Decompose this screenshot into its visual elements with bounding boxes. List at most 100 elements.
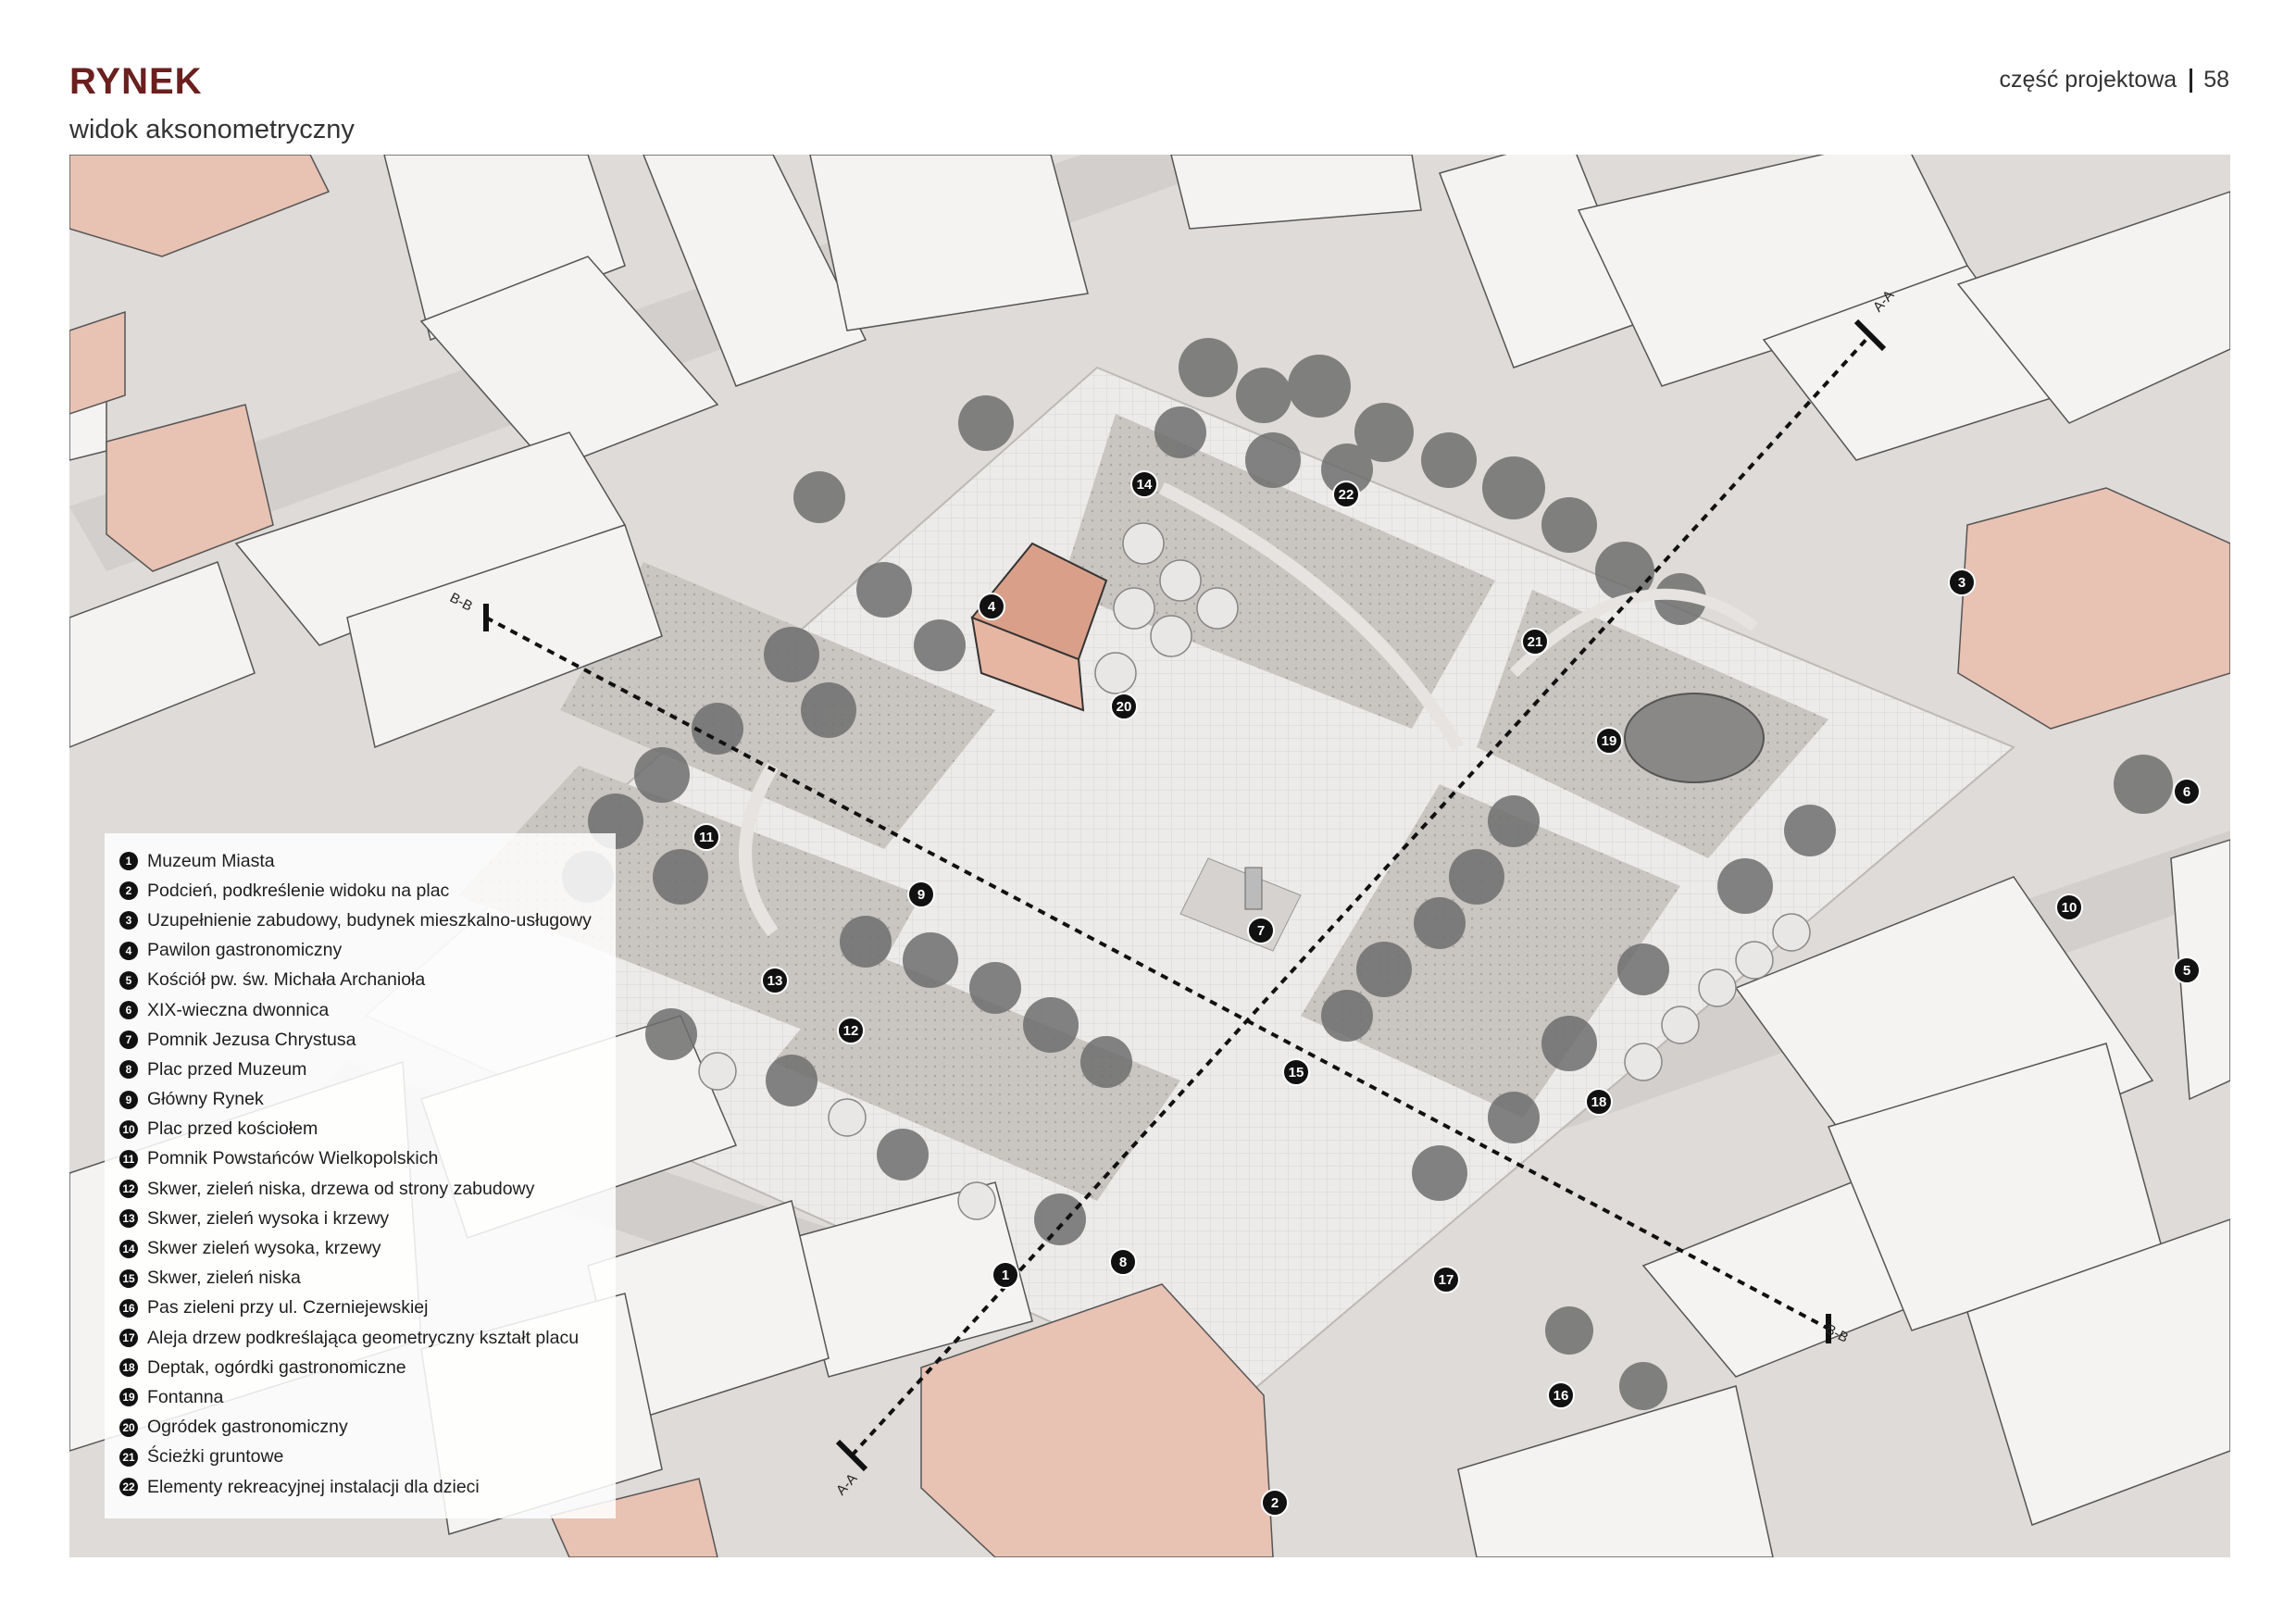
map-marker-17: 17	[1432, 1266, 1460, 1293]
map-marker-22: 22	[1332, 481, 1360, 508]
green-area-12	[773, 951, 1180, 1201]
map-marker-14: 14	[1130, 470, 1158, 498]
map-marker-10: 10	[2055, 893, 2083, 921]
map-marker-5: 5	[2173, 956, 2201, 984]
map-marker-19: 19	[1595, 727, 1623, 755]
fountain	[1624, 693, 1765, 783]
legend-label: Główny Rynek	[147, 1089, 264, 1110]
legend-number-badge: 14	[119, 1239, 138, 1258]
map-marker-13: 13	[761, 967, 789, 994]
page-subtitle: widok aksonometryczny	[69, 115, 355, 144]
legend-label: Deptak, ogórdki gastronomiczne	[147, 1356, 406, 1378]
legend-number-badge: 2	[119, 881, 138, 901]
legend-label: Skwer, zieleń niska	[147, 1268, 301, 1289]
legend-item: 6 XIX-wieczna dwonnica	[119, 995, 616, 1025]
legend-item: 20 Ogródek gastronomiczny	[119, 1413, 616, 1443]
page-title: RYNEK	[69, 61, 203, 102]
map-marker-21: 21	[1521, 628, 1549, 656]
legend-label: Podcień, podkreślenie widoku na plac	[147, 880, 450, 901]
legend-label: Elementy rekreacyjnej instalacji dla dzi…	[147, 1476, 480, 1497]
legend-item: 13 Skwer, zieleń wysoka i krzewy	[119, 1204, 616, 1233]
legend-number-badge: 7	[119, 1031, 138, 1050]
legend-item: 8 Plac przed Muzeum	[119, 1055, 616, 1084]
map-marker-20: 20	[1110, 693, 1138, 720]
legend-number-badge: 6	[119, 1001, 138, 1020]
legend-number-badge: 17	[119, 1329, 138, 1348]
legend-number-badge: 4	[119, 941, 138, 960]
map-drawing	[69, 155, 2230, 1557]
legend-label: XIX-wieczna dwonnica	[147, 999, 330, 1020]
legend-item: 4 Pawilon gastronomiczny	[119, 936, 616, 966]
legend-number-badge: 19	[119, 1388, 138, 1407]
legend-item: 18 Deptak, ogórdki gastronomiczne	[119, 1353, 616, 1382]
section-line-bb	[485, 616, 1829, 1330]
legend-label: Plac przed Muzeum	[147, 1058, 307, 1080]
monument	[1244, 867, 1263, 910]
legend-label: Ścieżki gruntowe	[147, 1446, 284, 1468]
legend-label: Ogródek gastronomiczny	[147, 1417, 348, 1438]
legend-label: Skwer, zieleń wysoka i krzewy	[147, 1207, 390, 1229]
highlight-buildings	[69, 155, 2230, 1557]
path-21	[1158, 481, 1465, 751]
legend-item: 22 Elementy rekreacyjnej instalacji dla d…	[119, 1472, 616, 1502]
legend-number-badge: 15	[119, 1268, 138, 1288]
map-marker-7: 7	[1247, 917, 1275, 944]
map-marker-2: 2	[1261, 1489, 1289, 1517]
map-marker-3: 3	[1948, 568, 1976, 596]
legend-number-badge: 20	[119, 1418, 138, 1437]
map-marker-12: 12	[837, 1017, 865, 1044]
legend-number-badge: 13	[119, 1209, 138, 1229]
legend-number-badge: 12	[119, 1180, 138, 1199]
legend-number-badge: 18	[119, 1358, 138, 1378]
page-header-right: część projektowa 58	[1999, 67, 2229, 94]
buildings	[69, 155, 2230, 1557]
map-marker-16: 16	[1547, 1381, 1575, 1409]
legend-item: 15 Skwer, zieleń niska	[119, 1264, 616, 1293]
legend-item: 11 Pomnik Powstańców Wielkopolskich	[119, 1144, 616, 1174]
umbrellas	[698, 522, 1811, 1220]
legend-number-badge: 11	[119, 1149, 138, 1168]
legend-number-badge: 3	[119, 911, 138, 931]
legend-label: Pawilon gastronomiczny	[147, 940, 343, 961]
section-line-aa	[850, 333, 1872, 1457]
legend-item: 9 Główny Rynek	[119, 1085, 616, 1115]
trees	[562, 338, 2173, 1410]
map-marker-18: 18	[1585, 1088, 1613, 1116]
legend-item: 12 Skwer, zieleń niska, drzewa od strony …	[119, 1174, 616, 1204]
legend-number-badge: 22	[119, 1478, 138, 1497]
legend-number-badge: 10	[119, 1119, 138, 1139]
section-label: część projektowa	[1999, 67, 2177, 93]
legend-item: 2 Podcień, podkreślenie widoku na plac	[119, 876, 616, 906]
legend-label: Pomnik Powstańców Wielkopolskich	[147, 1148, 439, 1169]
section-tick-aa-top	[1853, 319, 1887, 352]
legend-number-badge: 16	[119, 1298, 138, 1318]
axonometric-map: A-A A-A B-B B-B 1 2 3 4 6 7 8 9 10 11 12…	[69, 155, 2230, 1557]
legend-label: Muzeum Miasta	[147, 850, 275, 871]
map-marker-9: 9	[907, 881, 935, 908]
legend-number-badge: 8	[119, 1060, 138, 1080]
green-area-20	[560, 562, 995, 849]
map-marker-8: 8	[1109, 1248, 1137, 1276]
page-number: 58	[2203, 67, 2229, 93]
legend-label: Skwer, zieleń niska, drzewa od strony za…	[147, 1178, 535, 1199]
map-marker-6: 6	[2173, 778, 2201, 806]
legend-number-badge: 5	[119, 970, 138, 990]
pavilion-roof	[970, 542, 1108, 661]
legend-label: Uzupełnienie zabudowy, budynek mieszkaln…	[147, 909, 592, 931]
map-marker-15: 15	[1282, 1058, 1310, 1086]
legend-number-badge: 9	[119, 1090, 138, 1109]
map-marker-4: 4	[978, 593, 1005, 620]
header-divider	[2190, 68, 2193, 93]
path-11	[739, 762, 780, 937]
